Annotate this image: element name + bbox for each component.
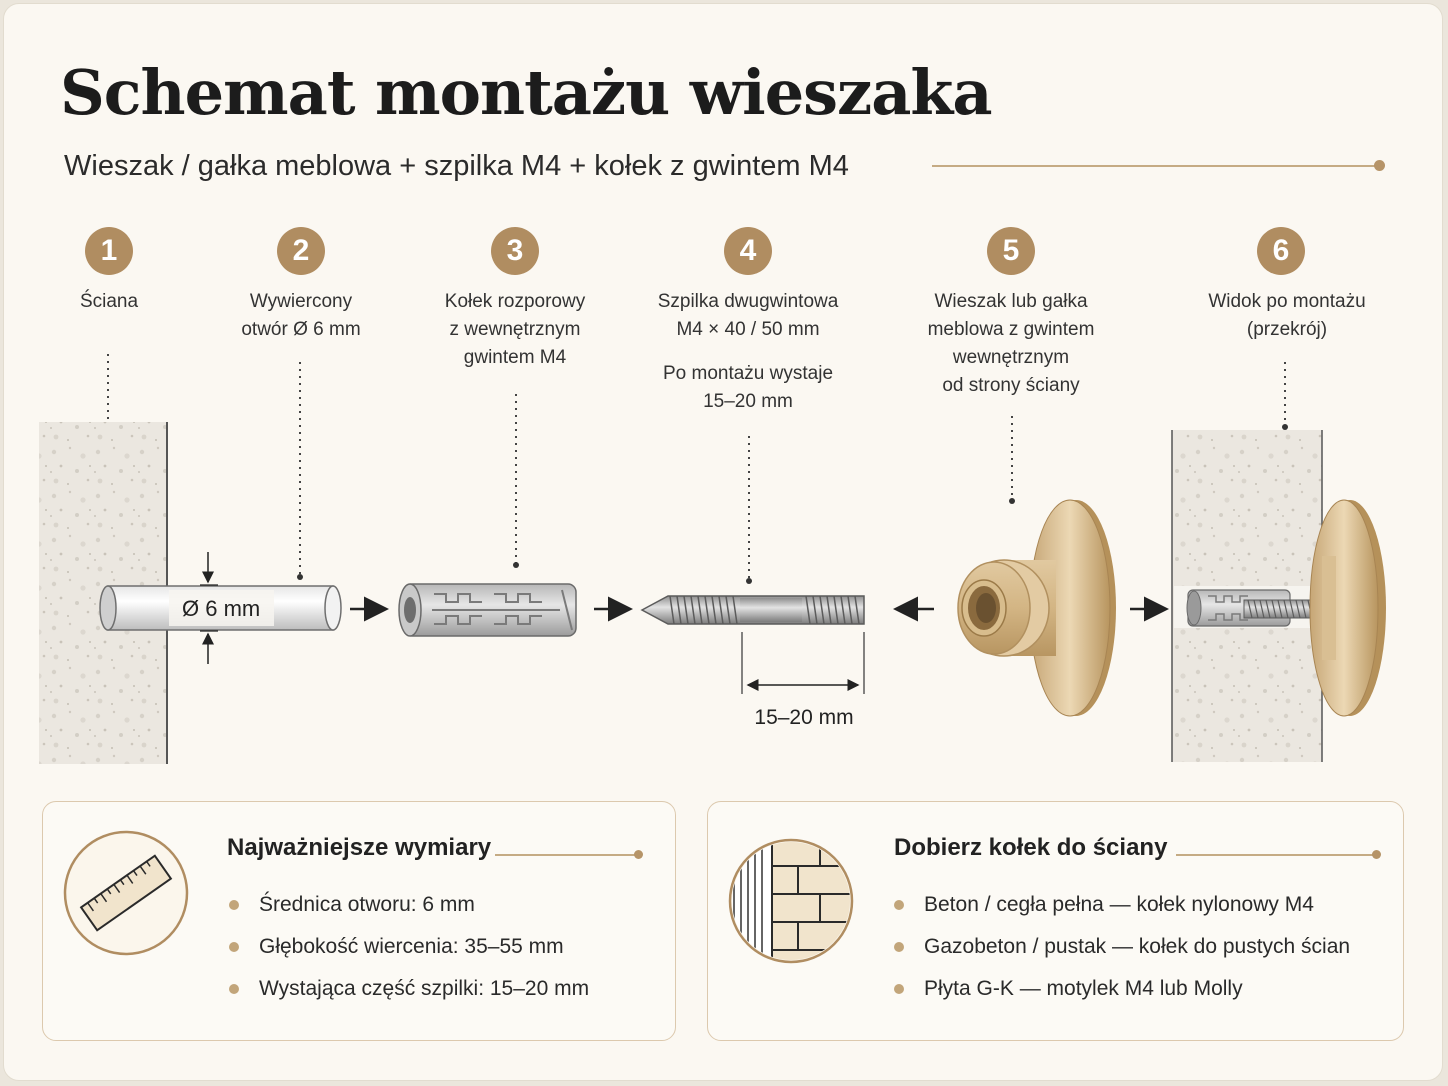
thread-line [669, 595, 675, 625]
threaded-stud [640, 595, 865, 625]
step-2-number: 2 [277, 227, 325, 275]
thread-line [1301, 599, 1307, 619]
bullet-dot [229, 942, 239, 952]
thread-line [840, 595, 846, 625]
thread-line [676, 595, 682, 625]
thread-line [1295, 599, 1301, 619]
step-2-label: Wywiercony otwór Ø 6 mm [241, 291, 361, 340]
thread-line [826, 595, 832, 625]
thread-line [805, 595, 811, 625]
thread-line [833, 595, 839, 625]
brass-knob [957, 499, 1116, 717]
ruler-icon [63, 830, 189, 956]
thread-line [683, 595, 689, 625]
list-item: Beton / cegła pełna — kołek nylonowy M4 [894, 884, 1350, 926]
wall-plug-list: Beton / cegła pełna — kołek nylonowy M4 … [894, 884, 1350, 1010]
dimensions-list: Średnica otworu: 6 mm Głębokość wierceni… [229, 884, 589, 1010]
list-item-text: Głębokość wiercenia: 35–55 mm [259, 935, 564, 958]
wall-plug-card-title: Dobierz kołek do ściany [894, 834, 1168, 861]
wall-plug-card: Dobierz kołek do ściany Beton / cegła pe… [707, 801, 1404, 1041]
thread-line [1247, 599, 1253, 619]
step-1-label: Ściana [79, 291, 139, 312]
thread-line [711, 595, 717, 625]
thread-line [1259, 599, 1265, 619]
bullet-dot [229, 900, 239, 910]
step-6-label: Widok po montażu (przekrój) [1208, 291, 1366, 340]
thread-line [1271, 599, 1277, 619]
list-item: Głębokość wiercenia: 35–55 mm [229, 926, 589, 968]
list-item: Średnica otworu: 6 mm [229, 884, 589, 926]
page-title: Schemat montażu wieszaka [60, 56, 993, 129]
thread-line [697, 595, 703, 625]
hole-diameter-label: Ø 6 mm [182, 596, 260, 621]
list-item-text: Wystająca część szpilki: 15–20 mm [259, 977, 590, 1000]
thread-line [1289, 599, 1295, 619]
bullet-dot [894, 900, 904, 910]
mounted-section-view [1171, 430, 1386, 762]
dimensions-card-divider [495, 854, 637, 856]
page-canvas: Schemat montażu wieszaka Wieszak / gałka… [3, 3, 1443, 1081]
step-4-number: 4 [724, 227, 772, 275]
step-5-label: Wieszak lub gałka meblowa z gwintem wewn… [927, 291, 1095, 396]
dimensions-card: Najważniejsze wymiary Średnica otworu: 6… [42, 801, 676, 1041]
bullet-dot [894, 984, 904, 994]
thread-line [690, 595, 696, 625]
bullet-dot [894, 942, 904, 952]
dimensions-card-divider-dot [634, 850, 643, 859]
wall-plug-card-divider-dot [1372, 850, 1381, 859]
brick-wall-icon [728, 838, 854, 964]
protrusion-label: 15–20 mm [754, 706, 853, 729]
step-5-number: 5 [987, 227, 1035, 275]
list-item: Wystająca część szpilki: 15–20 mm [229, 968, 589, 1010]
thread-line [718, 595, 724, 625]
step-6-number: 6 [1257, 227, 1305, 275]
thread-line [812, 595, 818, 625]
bullet-dot [229, 984, 239, 994]
step-4-note: Po montażu wystaje 15–20 mm [662, 363, 834, 412]
thread-line [1253, 599, 1259, 619]
thread-line [854, 595, 860, 625]
thread-line [725, 595, 731, 625]
thread-line [704, 595, 710, 625]
wall-plug [398, 583, 577, 637]
step-3-label: Kołek rozporowy z wewnętrznym gwintem M4 [444, 291, 586, 368]
thread-line [1277, 599, 1283, 619]
wall-plug-card-divider [1176, 854, 1374, 856]
list-item-text: Płyta G-K — motylek M4 lub Molly [924, 977, 1243, 1000]
thread-line [819, 595, 825, 625]
thread-line [1283, 599, 1289, 619]
list-item-text: Beton / cegła pełna — kołek nylonowy M4 [924, 893, 1314, 916]
step-3-number: 3 [491, 227, 539, 275]
thread-line [847, 595, 853, 625]
page-subtitle: Wieszak / gałka meblowa + szpilka M4 + k… [64, 150, 849, 182]
subtitle-divider-dot [1374, 160, 1385, 171]
subtitle-divider [932, 165, 1376, 167]
assembly-illustration: Ø 6 mm 15–20 mm [39, 354, 1386, 764]
drilled-hole-tube [99, 552, 342, 664]
step-4-label: Szpilka dwugwintowa M4 × 40 / 50 mm [657, 291, 839, 340]
step-1-number: 1 [85, 227, 133, 275]
protrusion-dimension [741, 632, 865, 694]
list-item: Płyta G-K — motylek M4 lub Molly [894, 968, 1350, 1010]
list-item-text: Średnica otworu: 6 mm [259, 893, 475, 916]
thread-line [1265, 599, 1271, 619]
list-item-text: Gazobeton / pustak — kołek do pustych śc… [924, 935, 1351, 958]
thread-line [732, 595, 738, 625]
list-item: Gazobeton / pustak — kołek do pustych śc… [894, 926, 1350, 968]
dimensions-card-title: Najważniejsze wymiary [227, 834, 492, 861]
